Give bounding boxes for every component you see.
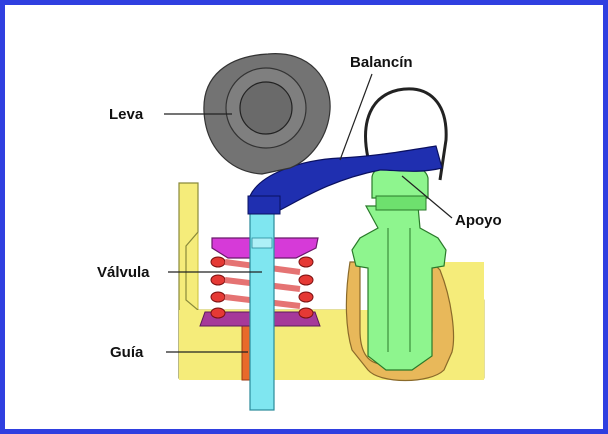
cam [203, 53, 331, 175]
label-rocker: Balancín [350, 54, 413, 71]
valve-keeper [251, 237, 273, 249]
rocker-clip [364, 87, 448, 181]
leader-rocker [339, 73, 373, 161]
label-guide: Guía [110, 344, 144, 361]
cam-shaft-inner [239, 81, 293, 135]
label-pivot: Apoyo [455, 212, 502, 229]
label-cam: Leva [109, 106, 144, 123]
rocker-pad [247, 195, 281, 215]
lifter-neck [375, 195, 427, 211]
rocker-arm [249, 145, 443, 213]
leader-pivot [401, 175, 453, 219]
hydraulic-lifter [351, 205, 447, 371]
label-valve: Válvula [97, 264, 150, 281]
